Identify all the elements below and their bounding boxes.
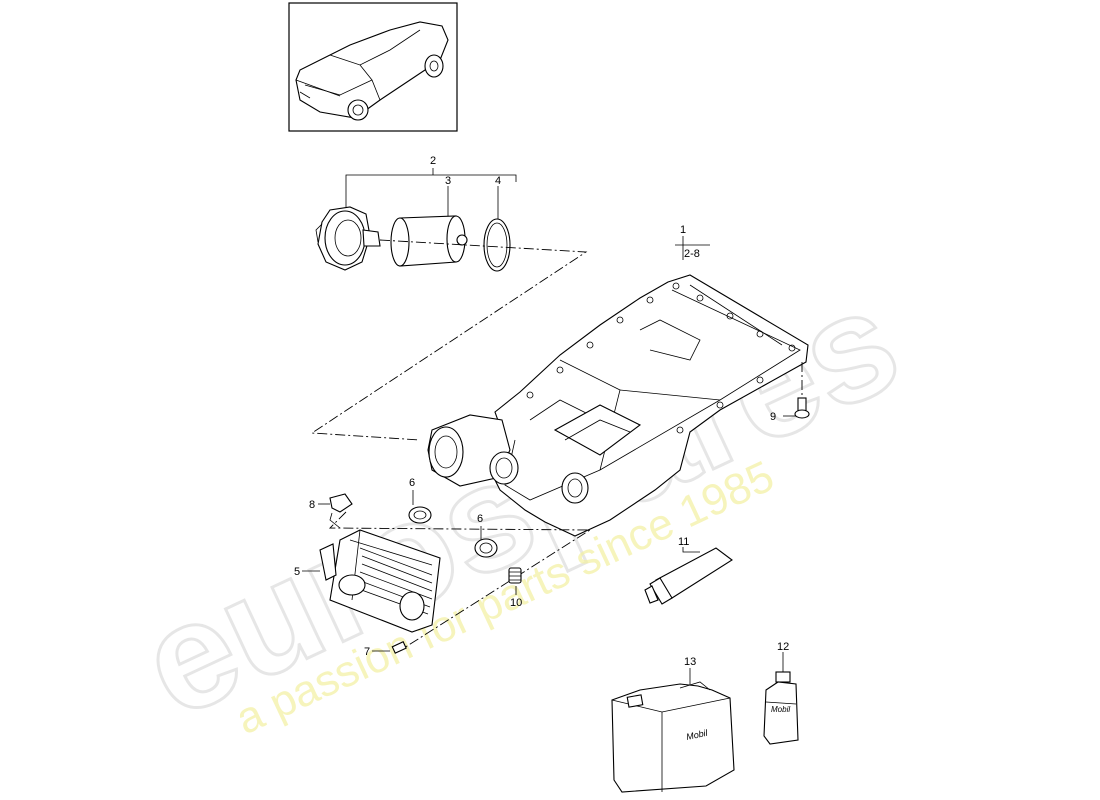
callout-7: 7	[364, 646, 370, 658]
callout-8: 8	[309, 499, 315, 511]
oil-pan	[427, 236, 809, 537]
drain-bolt	[783, 362, 810, 419]
callout-12: 12	[777, 641, 789, 653]
callout-3: 3	[445, 175, 451, 187]
callout-1-range: 2-8	[684, 248, 700, 260]
cooler-port-2	[561, 472, 589, 504]
cooler-bolt	[372, 641, 407, 654]
threaded-union	[508, 567, 522, 595]
callout-6-lower: 6	[477, 513, 483, 525]
assembly-line-cooler	[328, 511, 592, 649]
filter-housing-cap	[315, 206, 381, 271]
callout-13: 13	[684, 656, 696, 668]
callout-2: 2	[430, 155, 436, 167]
filter-element	[390, 215, 468, 267]
callout-9: 9	[770, 411, 776, 423]
bottle-brand-label: Mobil	[771, 705, 790, 714]
oil-cooler	[302, 511, 592, 649]
vehicle-thumbnail	[288, 2, 458, 132]
callout-11: 11	[678, 536, 689, 548]
sealant-tube	[644, 547, 733, 605]
callouts: 1 2-8 2 3 4 5 6 6 7 8 9 10 11 12 13	[294, 155, 789, 668]
callout-4: 4	[495, 175, 501, 187]
pan-bolt-holes	[526, 282, 796, 434]
seal-upper	[408, 490, 432, 524]
oil-bottle: Mobil	[763, 652, 799, 745]
callout-5: 5	[294, 566, 300, 578]
car-icon	[295, 21, 449, 121]
assembly-line-filter	[310, 239, 588, 441]
callout-6-upper: 6	[409, 477, 415, 489]
seal-lower	[474, 526, 498, 558]
canister-brand-label: Mobil	[685, 727, 709, 741]
oil-canister: Mobil	[611, 668, 735, 793]
callout-10: 10	[510, 597, 522, 609]
oil-filter-assembly	[310, 168, 588, 441]
o-ring-seal	[483, 218, 511, 272]
callout-1: 1	[680, 224, 686, 236]
cooler-port-1	[489, 451, 519, 485]
retaining-clip	[318, 493, 353, 529]
